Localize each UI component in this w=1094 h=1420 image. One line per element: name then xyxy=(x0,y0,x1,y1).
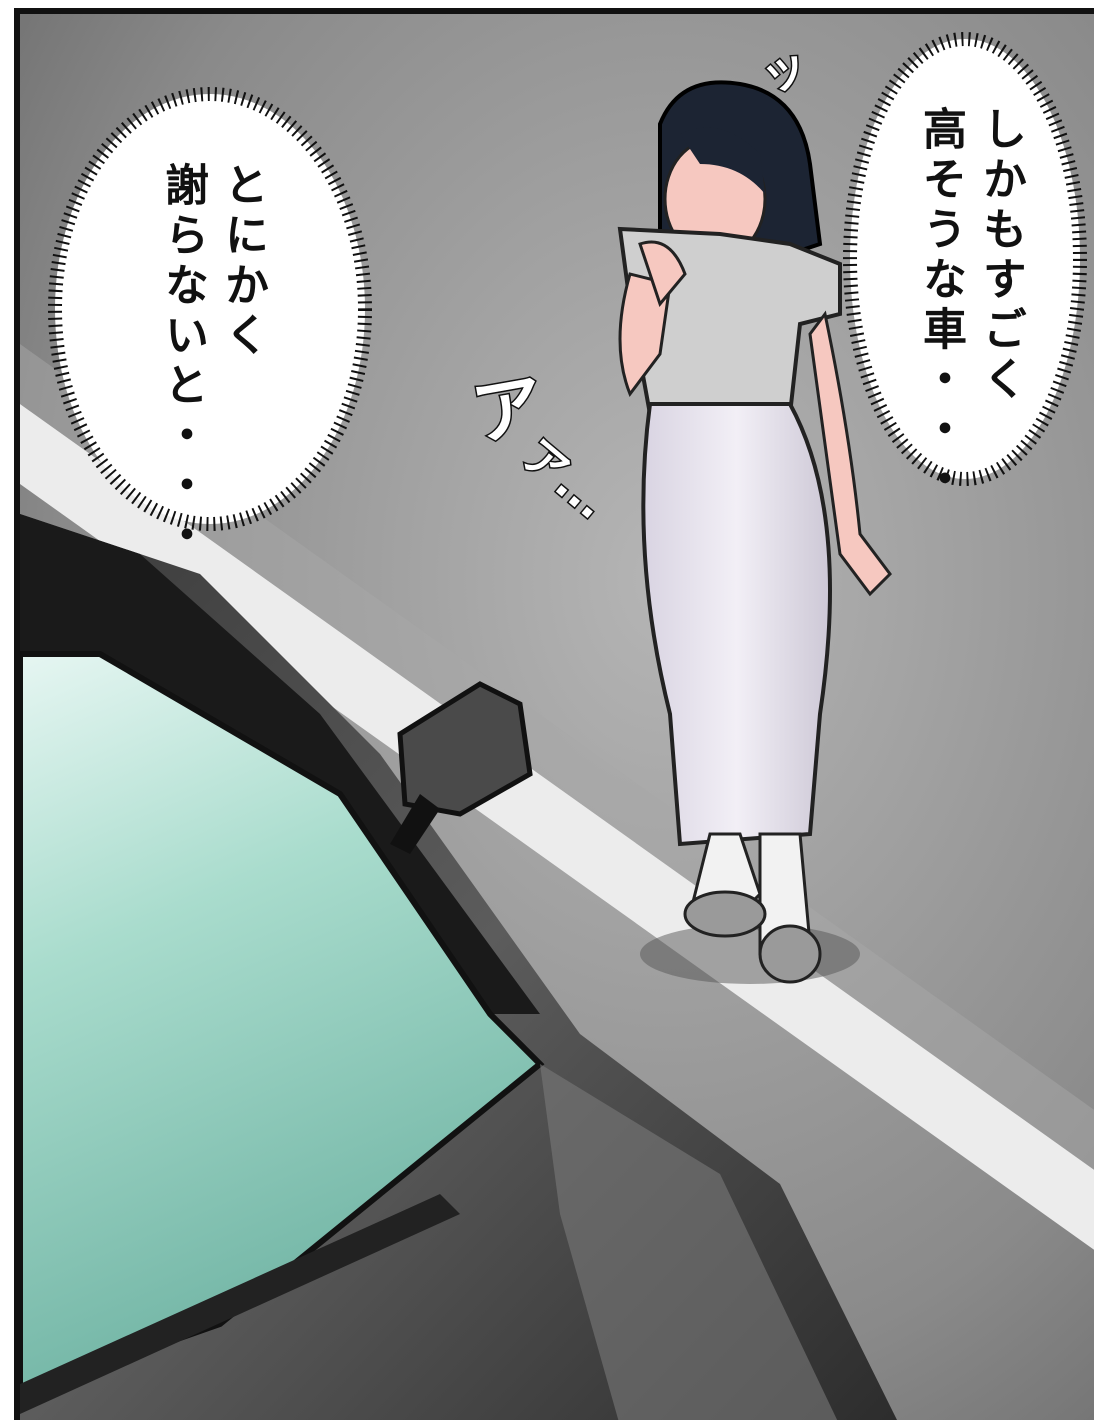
right-bubble-line-2: 高そうな車・・・ xyxy=(915,106,966,506)
road-line xyxy=(20,404,1094,1250)
left-bubble-line-2: 謝らないと・・・ xyxy=(157,162,208,562)
skirt xyxy=(641,402,832,847)
car xyxy=(20,514,898,1420)
woman-figure xyxy=(617,80,892,984)
right-bubble-line-1: しかもすごく xyxy=(975,106,1026,406)
scene-illustration xyxy=(20,14,1094,1420)
right-bubble-text: しかもすごく 高そうな車・・・ xyxy=(910,106,1030,506)
side-mirror xyxy=(397,681,533,817)
manga-panel: しかもすごく 高そうな車・・・ とにかく 謝らないと・・・ ア ア... ッ xyxy=(14,8,1094,1420)
thought-bubble-right xyxy=(843,32,1087,486)
thought-bubble-left xyxy=(48,87,372,531)
left-bubble-line-1: とにかく xyxy=(217,162,268,362)
left-bubble-text: とにかく 謝らないと・・・ xyxy=(152,162,272,562)
